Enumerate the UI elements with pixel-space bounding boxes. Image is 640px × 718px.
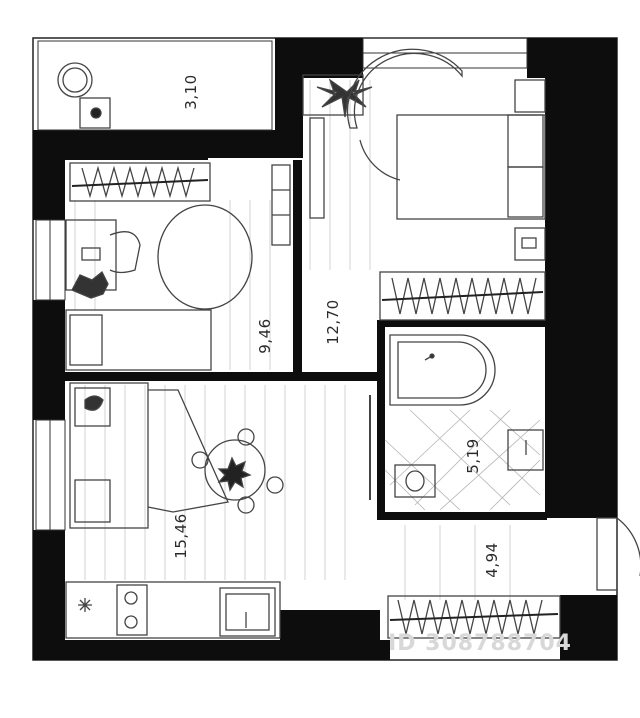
- bedroom-furniture: [302, 48, 546, 321]
- bathroom-tiles: [384, 409, 541, 511]
- kitchen-living-furniture: [65, 382, 371, 639]
- walls: [33, 38, 617, 660]
- balcony-furniture: [57, 62, 111, 129]
- area-label-bedroom: 12,70: [324, 299, 342, 344]
- children-room-furniture: [65, 162, 291, 371]
- hallway-furniture: [387, 517, 640, 639]
- area-label-hallway: 4,94: [483, 542, 501, 577]
- area-label-children-room: 9,46: [256, 318, 274, 353]
- area-label-kitchen-living: 15,46: [172, 513, 190, 558]
- floor-hatching: [74, 80, 511, 600]
- area-label-bathroom: 5,19: [464, 438, 482, 473]
- area-label-balcony: 3,10: [182, 74, 200, 109]
- watermark: ID 308788704: [388, 631, 572, 656]
- bathroom-fixtures: [389, 334, 544, 498]
